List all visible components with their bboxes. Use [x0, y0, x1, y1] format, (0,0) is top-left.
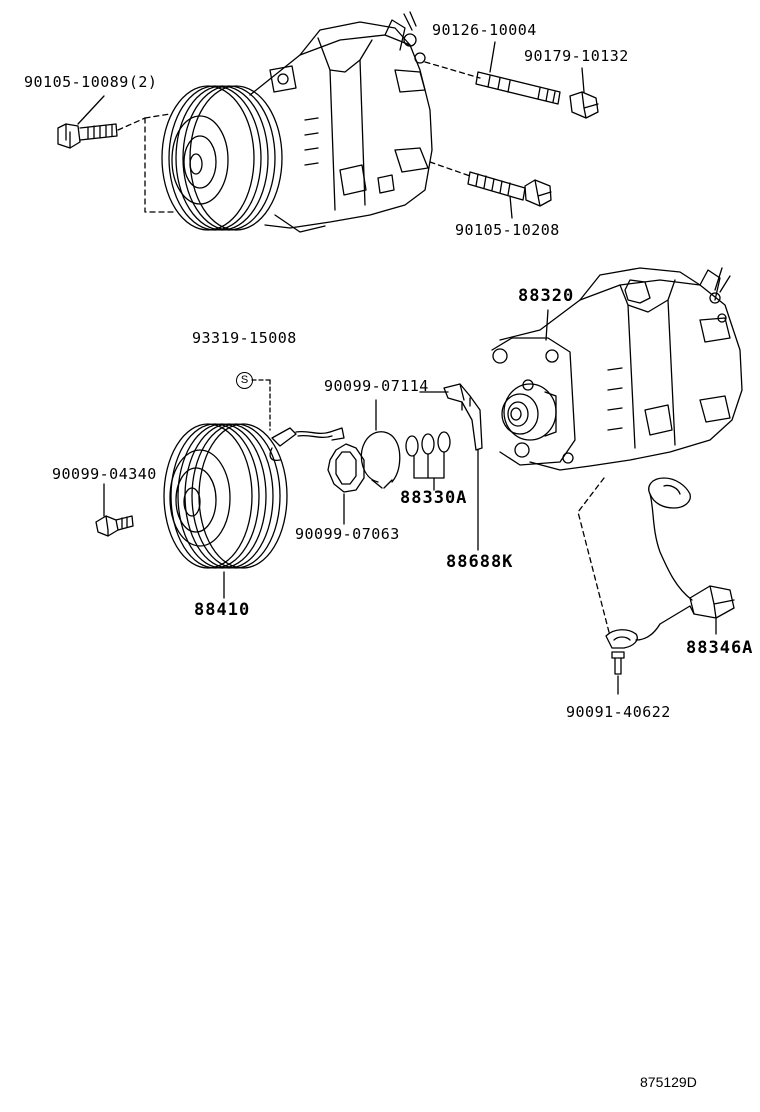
top-dashed-leaders: [117, 61, 481, 213]
stud-illustration: [475, 71, 561, 105]
bracket-illustration: [443, 383, 483, 551]
top-compressor-illustration: [161, 11, 433, 233]
label-stud-top: 90126-10004: [432, 21, 537, 39]
label-bolt-top-left: 90105-10089(2): [24, 73, 158, 91]
s-marker-leader: [251, 379, 271, 431]
snap-ring-large-illustration: [360, 399, 401, 489]
sensor-screw-illustration: [611, 651, 625, 695]
nut-illustration: [569, 91, 599, 119]
s-marker-icon: S: [236, 372, 253, 389]
lower-label-leaders: [419, 391, 449, 491]
main-compressor-illustration: [491, 267, 743, 471]
snap-ring-small-illustration: [327, 443, 365, 525]
bolt-90105-10089-illustration: [57, 123, 118, 149]
figure-id: 875129D: [640, 1074, 697, 1090]
label-snap-ring-large: 90099-07114: [324, 377, 429, 395]
field-coil-wire-illustration: [269, 427, 345, 462]
sensor-dashed-leader: [577, 477, 611, 637]
compressor-leader: [545, 309, 549, 341]
label-bracket: 88688K: [446, 552, 514, 572]
label-s-marker-part: 93319-15008: [192, 329, 297, 347]
label-nut-top: 90179-10132: [524, 47, 629, 65]
label-clutch-bolt: 90099-04340: [52, 465, 157, 483]
clutch-bolt-illustration: [95, 483, 134, 537]
shim-set-illustration: [405, 431, 451, 479]
top-label-leaders: [77, 41, 585, 219]
label-snap-ring-small: 90099-07063: [295, 525, 400, 543]
label-compressor: 88320: [518, 286, 575, 306]
label-clutch-assy: 88410: [194, 600, 251, 620]
label-sensor: 88346A: [686, 638, 754, 658]
clutch-pulley-illustration: [163, 423, 288, 569]
bolt-90105-10208-illustration: [467, 171, 552, 207]
label-shim-set: 88330A: [400, 488, 468, 508]
sensor-illustration: [605, 477, 735, 649]
s-marker-text: S: [240, 374, 249, 386]
label-sensor-screw: 90091-40622: [566, 703, 671, 721]
label-bolt-top-lower: 90105-10208: [455, 221, 560, 239]
